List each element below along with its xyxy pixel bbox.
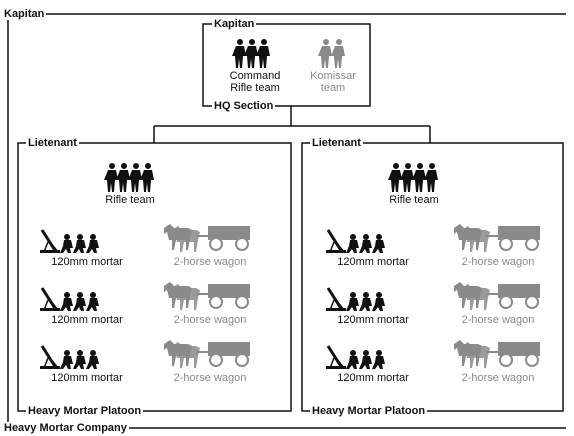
platoon-box-right	[301, 142, 564, 412]
wagon-label: 2-horse wagon	[461, 372, 535, 384]
komissar-team-icon	[318, 39, 345, 68]
rifle-team-label: Rifle team	[105, 194, 155, 206]
mortar-icon	[326, 345, 385, 369]
platoon-name-label: Heavy Mortar Platoon	[26, 405, 144, 417]
mortar-icon	[326, 287, 385, 311]
company-name-label: Heavy Mortar Company	[2, 422, 129, 434]
horse-wagon-icon	[164, 340, 250, 368]
command-rifle-team-icon	[232, 39, 270, 68]
mortar-icon	[326, 229, 385, 253]
mortar-label: 120mm mortar	[337, 372, 409, 384]
mortar-icon	[40, 229, 99, 253]
horse-wagon-icon	[164, 224, 250, 252]
hq-connector	[153, 106, 431, 143]
horse-wagon-icon	[454, 224, 540, 252]
company-commander-label: Kapitan	[2, 8, 47, 20]
platoon-commander-label: Lietenant	[26, 137, 79, 149]
mortar-label: 120mm mortar	[337, 314, 409, 326]
hq-box	[202, 23, 371, 107]
command-rifle-team-label: Command Rifle team	[229, 70, 281, 94]
mortar-icon	[40, 345, 99, 369]
platoon-commander-label: Lietenant	[310, 137, 363, 149]
platoon-box-left	[17, 142, 292, 412]
horse-wagon-icon	[164, 282, 250, 310]
wagon-label: 2-horse wagon	[461, 256, 535, 268]
mortar-label: 120mm mortar	[337, 256, 409, 268]
rifle-team-icon	[388, 163, 438, 192]
hq-commander-label: Kapitan	[212, 18, 257, 30]
rifle-team-label: Rifle team	[389, 194, 439, 206]
mortar-label: 120mm mortar	[51, 256, 123, 268]
mortar-label: 120mm mortar	[51, 372, 123, 384]
horse-wagon-icon	[454, 282, 540, 310]
hq-name-label: HQ Section	[212, 100, 276, 112]
wagon-label: 2-horse wagon	[173, 372, 247, 384]
rifle-team-icon	[104, 163, 154, 192]
komissar-team-label: Komissar team	[310, 70, 356, 94]
mortar-label: 120mm mortar	[51, 314, 123, 326]
horse-wagon-icon	[454, 340, 540, 368]
wagon-label: 2-horse wagon	[173, 314, 247, 326]
platoon-name-label: Heavy Mortar Platoon	[310, 405, 428, 417]
wagon-label: 2-horse wagon	[173, 256, 247, 268]
mortar-icon	[40, 287, 99, 311]
wagon-label: 2-horse wagon	[461, 314, 535, 326]
